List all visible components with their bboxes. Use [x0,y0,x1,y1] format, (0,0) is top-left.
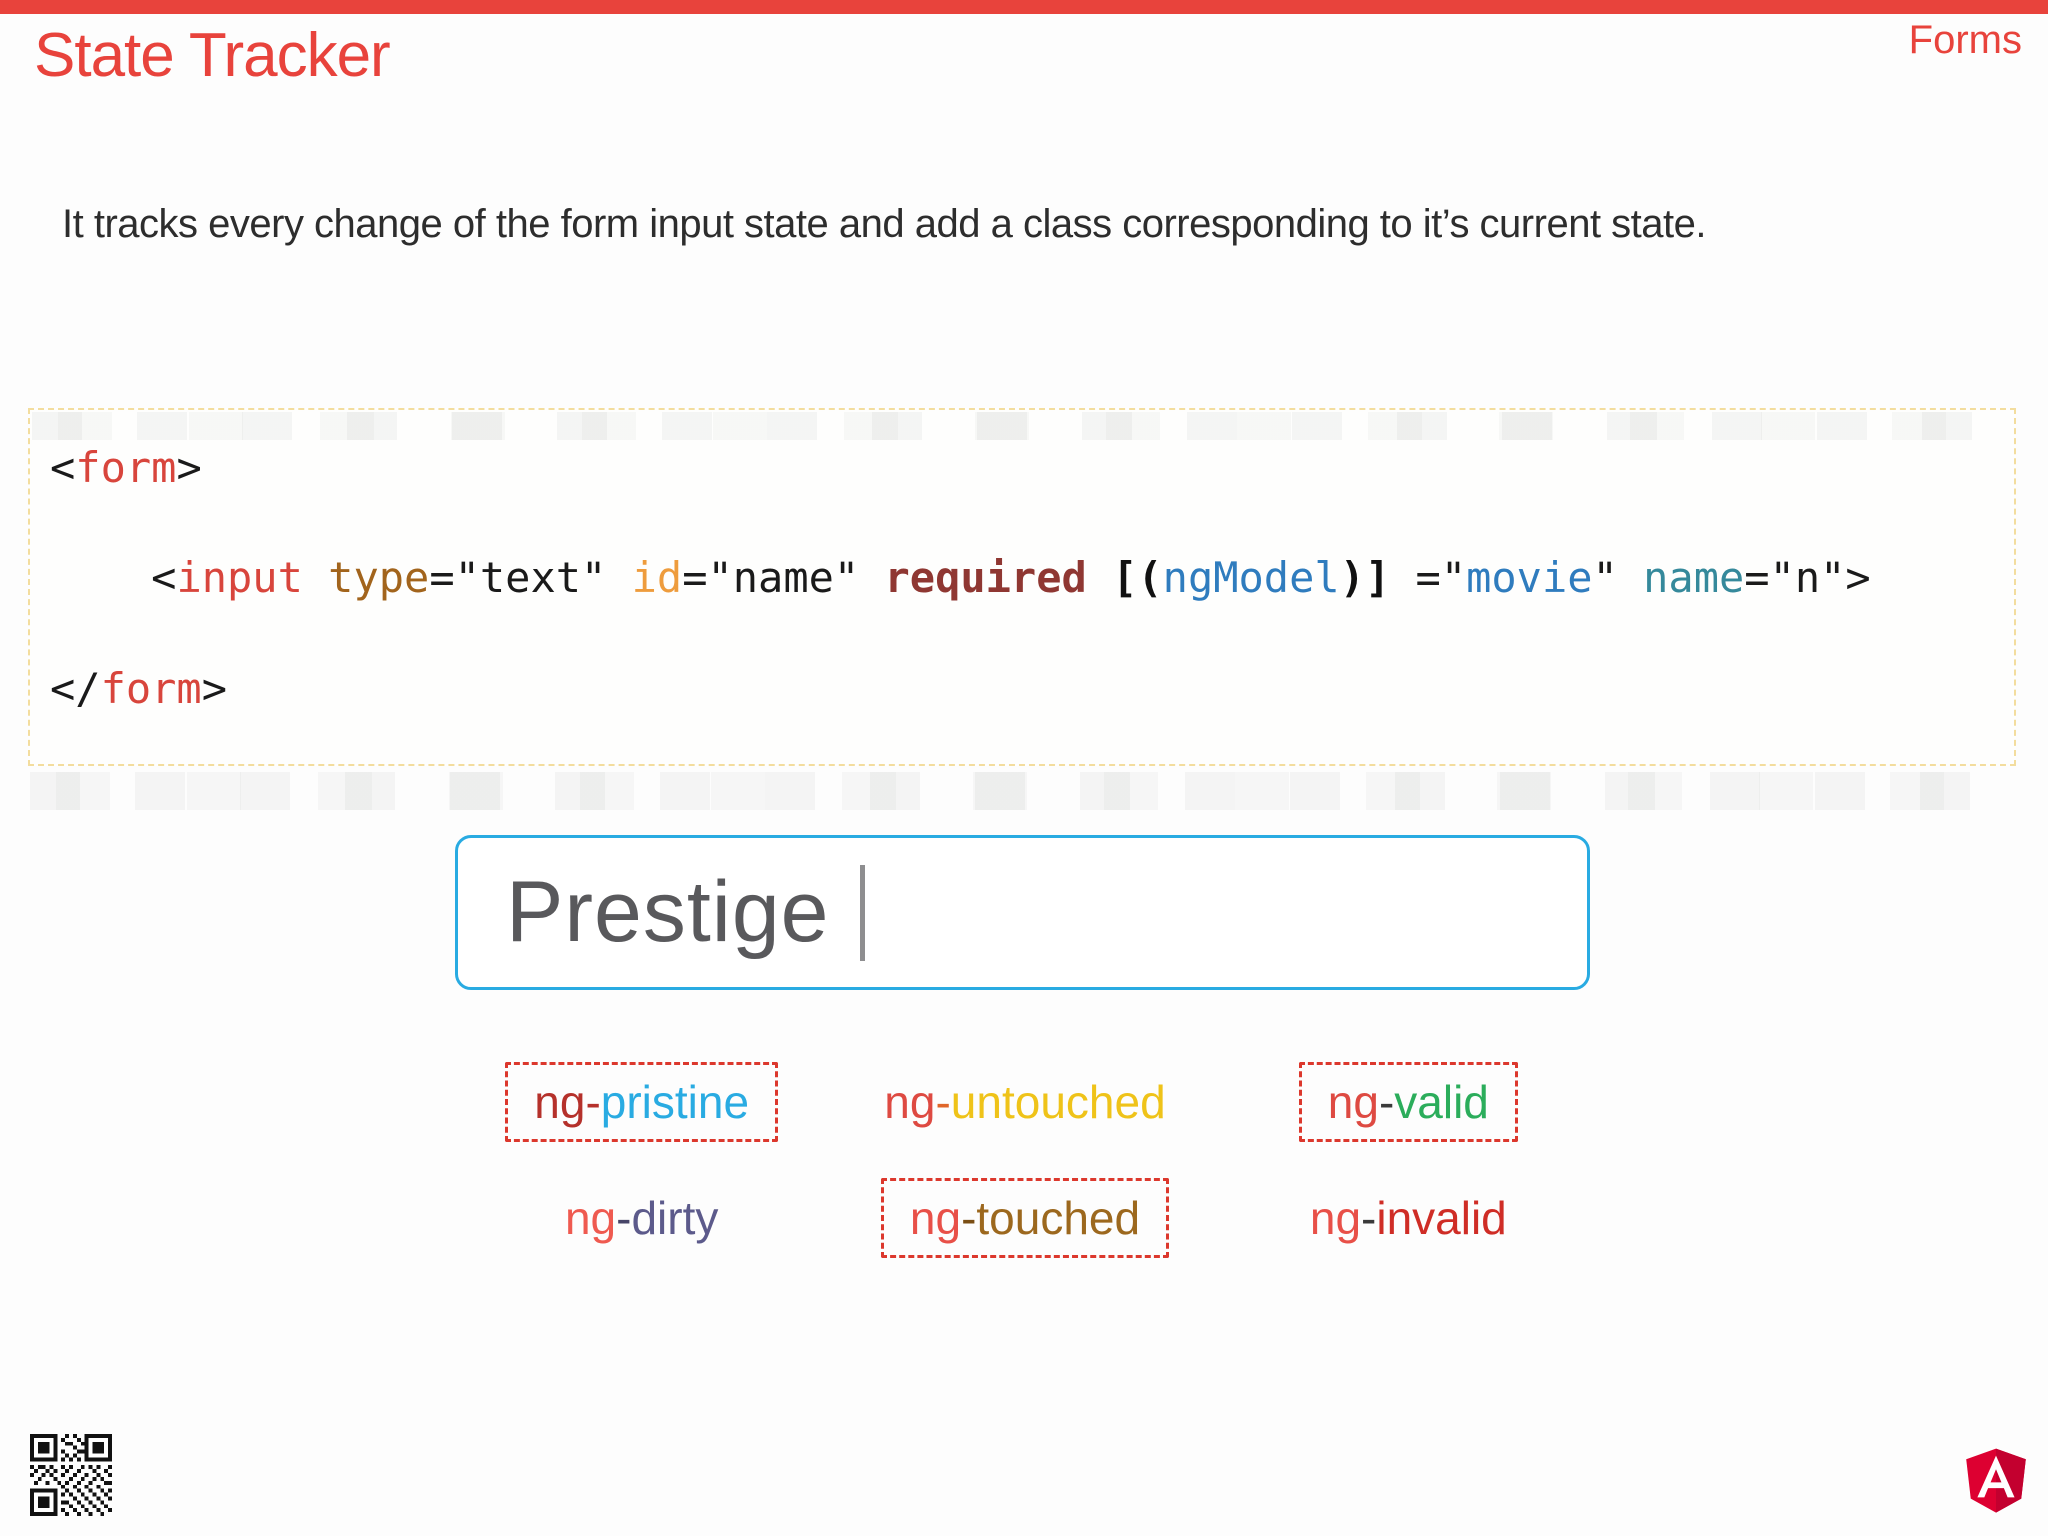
code-token: < [50,443,76,492]
code-token [303,553,328,602]
code-token: ="n"> [1744,553,1871,603]
code-token: input [176,553,303,603]
code-token: form [75,443,177,492]
state-labels-row-1: ng-pristine ng-untouched ng-valid [450,1062,1600,1142]
code-token: ="name" [682,553,885,603]
label-word: invalid [1376,1192,1507,1244]
label-word: untouched [950,1076,1166,1128]
state-label-ng-valid: ng-valid [1298,1062,1518,1142]
label-prefix: ng [1309,1192,1362,1244]
state-label-ng-untouched: ng-untouched [884,1075,1165,1129]
code-token: required [884,553,1087,603]
label-word: dirty [631,1192,719,1244]
film-strip-artifact [30,772,2018,810]
state-label-ng-invalid: ng-invalid [1310,1191,1507,1245]
label-hyphen: - [935,1076,951,1128]
qr-code-icon [30,1434,112,1516]
code-token: type [328,553,430,603]
code-token: < [50,553,177,603]
code-token: </ [50,663,101,713]
code-token: name [1643,553,1745,603]
code-line-input: <input type="text" id="name" required [(… [50,554,2014,602]
label-word: touched [976,1192,1141,1244]
page-title: State Tracker [34,21,391,90]
state-labels-row-2: ng-dirty ng-touched ng-invalid [450,1178,1600,1258]
text-cursor [859,864,865,961]
code-token: ngModel [1162,553,1340,603]
movie-name-input[interactable]: Prestige [455,835,1590,990]
movie-input-value: Prestige [506,864,830,960]
code-token: [( [1086,553,1163,603]
state-label-ng-touched: ng-touched [880,1178,1170,1258]
angular-logo-icon [1956,1436,2036,1522]
label-prefix: ng [884,1076,936,1128]
code-token: > [201,663,228,713]
code-token: )] [1339,553,1391,603]
code-snippet: <form> <input type="text" id="name" requ… [28,408,2016,766]
label-word: pristine [600,1076,750,1128]
label-hyphen: - [1361,1192,1377,1244]
label-prefix: ng [564,1192,617,1244]
code-token: movie [1466,553,1593,603]
label-hyphen: - [1378,1076,1395,1128]
code-token: form [100,663,202,713]
section-label: Forms [1908,18,2022,62]
label-hyphen: - [616,1192,632,1244]
code-line-form-close: </form> [50,663,2014,713]
code-token: ="text" [429,553,632,603]
state-label-ng-pristine: ng-pristine [505,1062,779,1142]
label-hyphen: - [961,1192,977,1244]
description-text: It tracks every change of the form input… [62,202,1707,246]
label-prefix: ng [1327,1076,1379,1128]
film-strip-artifact [32,412,2012,440]
code-token: " [1592,553,1644,603]
label-prefix: ng [909,1192,962,1244]
code-token: id [631,553,683,603]
code-line-form-open: <form> [50,443,2014,492]
state-label-ng-dirty: ng-dirty [565,1191,718,1245]
label-prefix: ng [534,1076,586,1128]
code-token: > [176,443,202,492]
label-word: valid [1394,1076,1489,1128]
label-hyphen: - [585,1076,601,1128]
top-accent-bar [0,0,2048,14]
code-token: =" [1390,553,1467,603]
